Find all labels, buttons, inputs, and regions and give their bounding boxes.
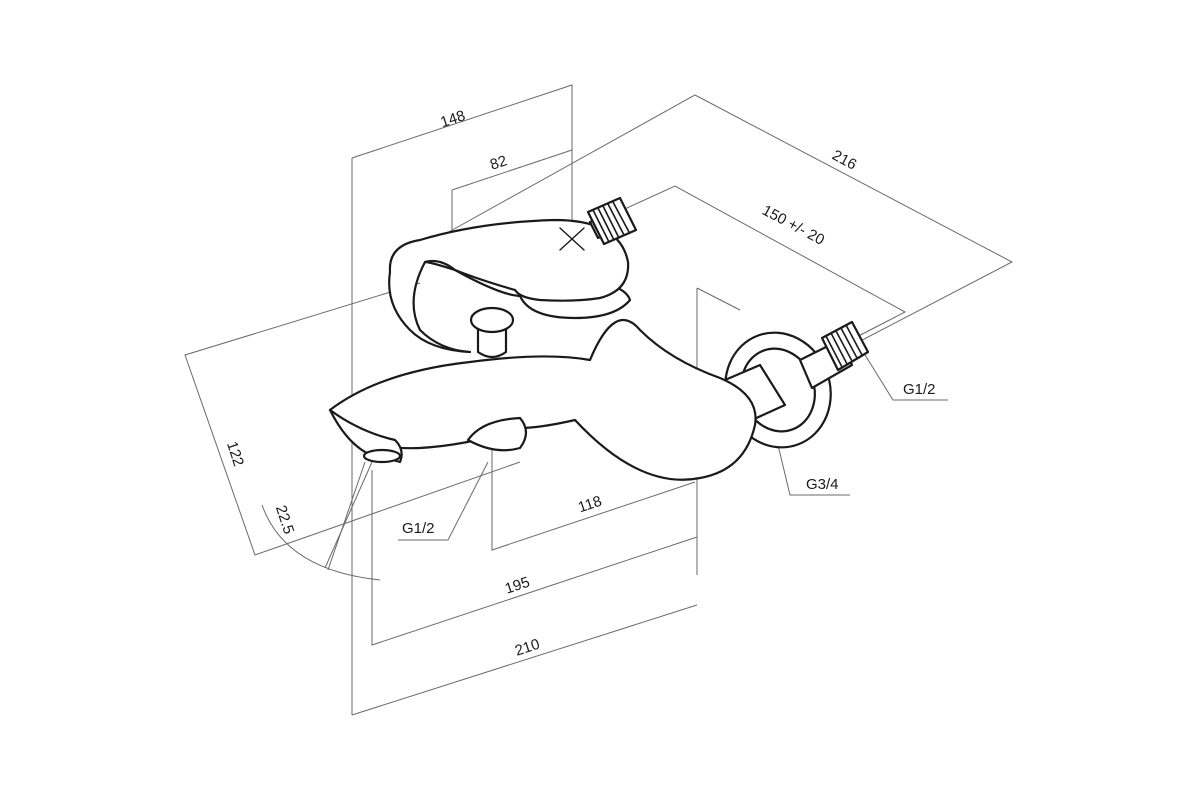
dim-label-122: 122 [223,439,247,468]
dim-label-148: 148 [438,107,467,131]
diverter-knob [469,306,515,359]
dim-line-122 [184,282,521,556]
dim-line-195 [371,470,698,646]
thread-label-g12-right: G1/2 [903,381,936,398]
thread-label-g12-spout: G1/2 [402,520,435,537]
dim-ext-wall-top [696,287,741,311]
dim-line-216 [419,94,1014,363]
center-cross [559,227,585,251]
dim-line-210 [351,604,698,716]
dimension-lines [184,84,1014,716]
dim-line-150 [604,185,907,344]
dim-line-148 [351,84,573,250]
spout-aerator [362,448,402,464]
leader-g12-right [861,349,948,401]
dim-label-82: 82 [488,152,509,173]
faucet [328,196,870,481]
dim-arc-22-5 [261,504,381,581]
bottom-outlet [466,416,528,452]
lever-edge [423,259,522,298]
dim-label-195: 195 [503,574,532,598]
dim-label-150: 150 +/- 20 [759,202,827,249]
dim-line-118 [491,450,696,551]
dim-label-210: 210 [513,636,542,660]
right-thread [820,320,870,372]
dim-line-82 [451,149,573,191]
lever-handle [388,218,630,354]
dim-label-118: 118 [576,493,604,517]
thread-label-g34: G3/4 [806,476,839,493]
thread-labels: G1/2 G3/4 G1/2 [402,381,936,537]
dim-line-22-5-a [324,461,373,569]
left-thread [586,196,638,246]
leader-g12-spout [398,461,489,541]
dim-line-22-5-b [327,461,366,571]
dim-label-216: 216 [829,147,859,174]
